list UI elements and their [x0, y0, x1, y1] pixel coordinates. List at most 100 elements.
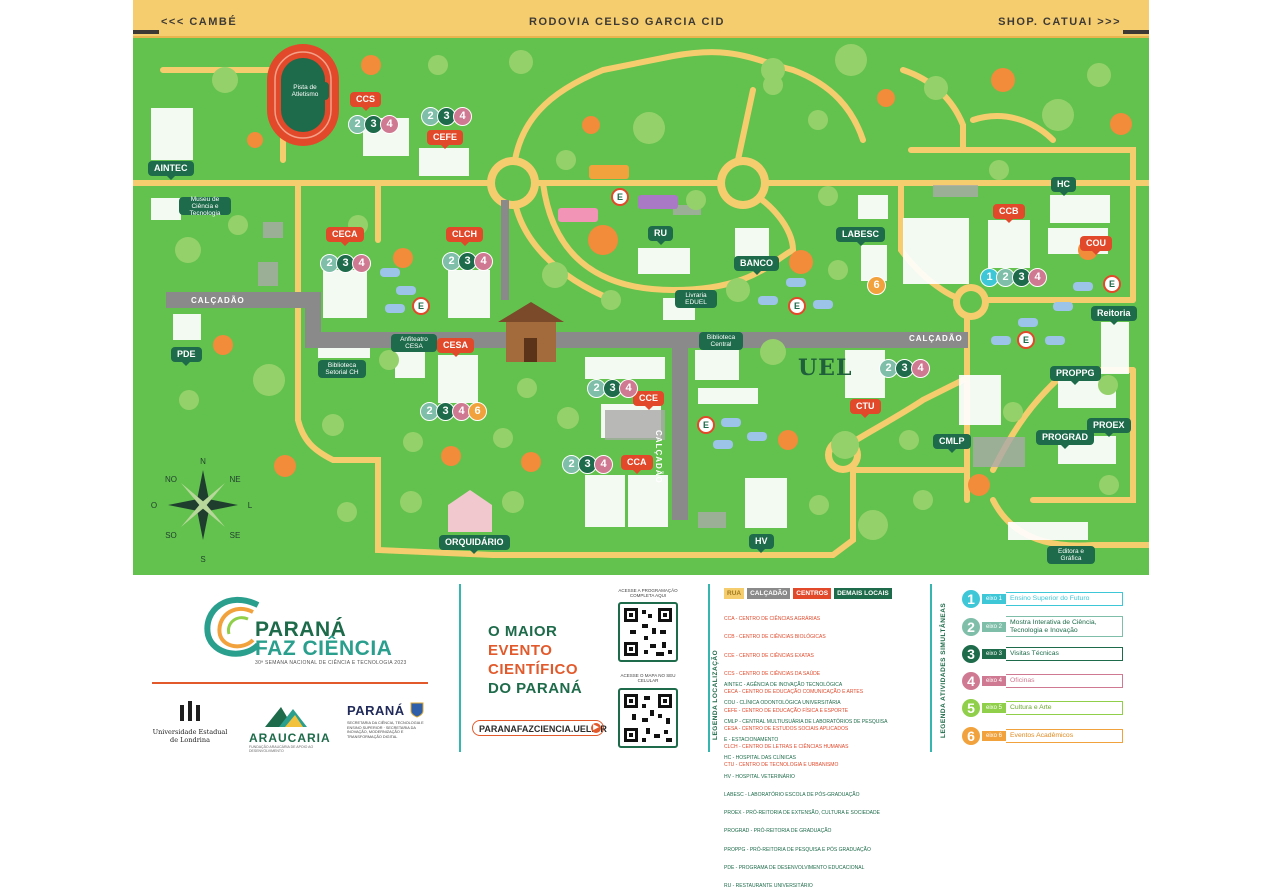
map-canvas: E E E E E E N NE [133, 38, 1149, 575]
axes-ctu[interactable]: 2 3 4 [879, 359, 930, 378]
svg-text:E: E [794, 301, 800, 311]
pin-ctu[interactable]: CTU [850, 399, 881, 418]
axis-6-badge: 6 [867, 276, 886, 295]
axes-clch[interactable]: 2 3 4 [442, 252, 493, 271]
event-url-button[interactable]: PARANAFAZCIENCIA.UEL.BR ▶ [472, 720, 607, 736]
axis-4-badge: 4 [453, 107, 472, 126]
axis-3-badge: 3 [895, 359, 914, 378]
street-west-south [295, 180, 496, 558]
pin-cca[interactable]: CCA [621, 455, 653, 474]
pin-hc[interactable]: HC [1051, 177, 1076, 196]
pin-reitoria[interactable]: Reitoria [1091, 306, 1137, 325]
pin-cou[interactable]: COU [1080, 236, 1112, 255]
brand-line-1: PARANÁ [255, 618, 347, 641]
museum-label[interactable]: Museu de Ciência e Tecnologia [179, 196, 231, 217]
axes-ccb[interactable]: 1 2 3 4 [980, 268, 1047, 287]
eixo-2-tag: eixo 2 [982, 621, 1007, 632]
eixo-2-row: 2 eixo 2 Mostra Interativa de Ciência, T… [962, 616, 1124, 637]
qr-code-map-icon[interactable] [618, 688, 678, 748]
partner-araucaria-sub: FUNDAÇÃO ARAUCÁRIA DE APOIO AO DESENVOLV… [249, 745, 314, 753]
svg-text:NE: NE [229, 475, 240, 484]
legend-centro-item: CCA - CENTRO DE CIÊNCIAS AGRÁRIAS [724, 616, 821, 623]
pin-orquidario[interactable]: ORQUIDÁRIO [439, 535, 510, 554]
tag-demais-locais: DEMAIS LOCAIS [834, 588, 892, 599]
axes-ceca[interactable]: 2 3 4 [320, 254, 371, 273]
pin-cesa[interactable]: CESA [437, 338, 475, 357]
pin-cefe[interactable]: CEFE [427, 130, 464, 149]
street-south-east [990, 497, 1149, 549]
legend-locais-list: AINTEC - AGÊNCIA DE INOVAÇÃO TECNOLÓGICA… [724, 670, 887, 895]
legend-local-item: PROEX - PRÓ-REITORIA DE EXTENSÃO, CULTUR… [724, 810, 880, 817]
axes-cefe[interactable]: 2 3 4 [421, 107, 472, 126]
axis-4-badge: 4 [474, 252, 493, 271]
axis-4-badge: 4 [911, 359, 930, 378]
eixo-6-desc: Eventos Acadêmicos [1006, 729, 1124, 743]
separator-2 [708, 584, 710, 752]
axes-labesc[interactable]: 6 [867, 276, 886, 295]
street-east-north [908, 147, 1136, 303]
pin-labesc[interactable]: LABESC [836, 227, 886, 246]
axes-cesa[interactable]: 2 3 4 6 [420, 402, 487, 421]
pin-cmlp[interactable]: CMLP [933, 434, 971, 453]
central-house-icon [498, 302, 564, 362]
street-loop-north [510, 49, 866, 186]
orquidario-greenhouse-icon [448, 490, 492, 532]
axis-4-badge: 4 [452, 402, 471, 421]
pin-prograd[interactable]: PROGRAD [1036, 430, 1095, 449]
pin-cce[interactable]: CCE [633, 391, 665, 410]
biblioteca-setorial-label[interactable]: Biblioteca Setorial CH [318, 360, 366, 378]
track-label[interactable]: Pista de Atletismo [281, 82, 329, 100]
pin-ru[interactable]: RU [648, 226, 673, 245]
eixo-1-tag: eixo 1 [982, 594, 1007, 604]
eixo-4-tag: eixo 4 [982, 676, 1007, 686]
eixo-5-row: 5 eixo 5 Cultura e Arte [962, 699, 1124, 717]
slogan: O MAIOR EVENTO CIENTÍFICO DO PARANÁ [488, 622, 582, 698]
slogan-line-3: CIENTÍFICO [488, 661, 578, 678]
axis-4-badge: 4 [619, 379, 638, 398]
slogan-line-1: O MAIOR [488, 623, 558, 640]
axis-3-badge: 3 [437, 107, 456, 126]
legend-localizacao-title: LEGENDA LOCALIZAÇÃO [712, 649, 719, 740]
pin-hv[interactable]: HV [749, 534, 774, 553]
legend-local-item: PDE - PROGRAMA DE DESENVOLVIMENTO EDUCAC… [724, 865, 865, 871]
pin-aintec[interactable]: AINTEC [148, 161, 194, 180]
pin-proppg[interactable]: PROPPG [1050, 366, 1101, 385]
uel-campus-mark: UEL [798, 355, 853, 381]
eixo-3-badge: 3 [962, 645, 980, 663]
brand-divider [152, 682, 428, 684]
pin-ccs[interactable]: CCS [350, 92, 382, 111]
pin-clch[interactable]: CLCH [446, 227, 483, 246]
separator-1 [459, 584, 461, 752]
pin-proex[interactable]: PROEX [1087, 418, 1131, 437]
pin-banco[interactable]: BANCO [734, 256, 779, 275]
highway-edge [133, 36, 1149, 38]
svg-text:E: E [617, 192, 623, 202]
tag-rua: RUA [724, 588, 745, 599]
biblioteca-central-label[interactable]: Biblioteca Central [699, 332, 743, 350]
calcadao-walkway [166, 200, 968, 520]
axis-4-badge: 4 [352, 254, 371, 273]
street-northeast-2 [970, 113, 1056, 143]
legend-local-item: RU - RESTAURANTE UNIVERSITÁRIO [724, 883, 813, 890]
editora-label[interactable]: Editora e Gráfica [1047, 546, 1095, 564]
eixo-6-row: 6 eixo 6 Eventos Acadêmicos [962, 727, 1124, 745]
axes-ccs[interactable]: 2 3 4 [348, 115, 399, 134]
livraria-label[interactable]: Livraria EDUEL [675, 290, 717, 308]
qr-code-program-icon[interactable] [618, 602, 678, 662]
pin-ccb[interactable]: CCB [993, 204, 1025, 223]
pin-ceca[interactable]: CECA [326, 227, 364, 246]
pin-pde[interactable]: PDE [171, 347, 202, 366]
axes-cce[interactable]: 2 3 4 [587, 379, 638, 398]
legend-centro-item: CESA - CENTRO DE ESTUDOS SOCIAIS APLICAD… [724, 725, 849, 732]
svg-text:NO: NO [165, 475, 177, 484]
highway-edge-right [1123, 30, 1149, 34]
calcadao-label-south: CALÇADÃO [654, 430, 663, 484]
parana-coat-of-arms-icon [410, 702, 424, 718]
legend-atividades-title: LEGENDA ATIVIDADES SIMULTÂNEAS [940, 602, 947, 738]
anfiteatro-label[interactable]: Anfiteatro CESA [391, 334, 437, 352]
axes-cca[interactable]: 2 3 4 [562, 455, 613, 474]
svg-text:L: L [248, 501, 253, 510]
legend-local-item: HC - HOSPITAL DAS CLÍNICAS [724, 755, 796, 762]
street-south [490, 467, 966, 558]
partner-araucaria: ARAUCARIA [249, 731, 331, 745]
